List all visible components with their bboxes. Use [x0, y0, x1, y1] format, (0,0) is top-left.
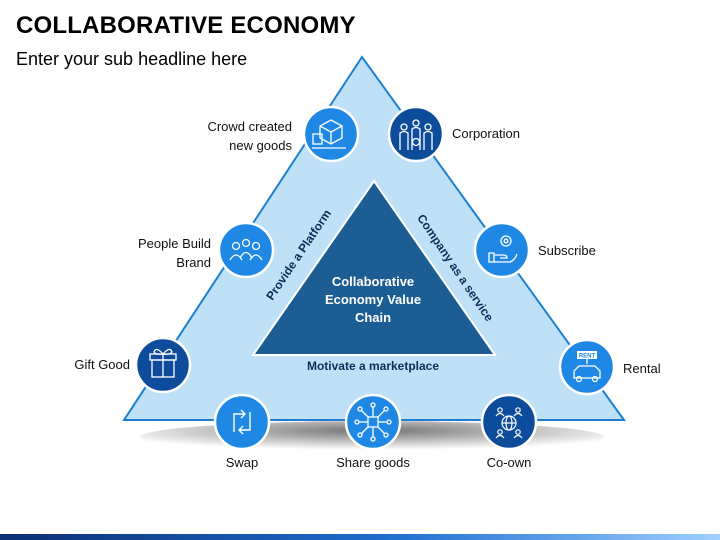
rent-car-icon: RENT — [573, 351, 601, 383]
label-gift-good: Gift Good — [74, 357, 130, 372]
center-label-line2: Economy Value — [325, 292, 421, 307]
swap-arrows-icon — [233, 409, 251, 435]
people-group-icon — [229, 238, 263, 261]
network-box-icon — [354, 402, 392, 442]
center-label-line3: Chain — [355, 310, 391, 325]
page-subtitle: Enter your sub headline here — [16, 49, 248, 69]
node-rental: RENT — [558, 338, 616, 396]
label-people-line1: People Build — [138, 236, 211, 251]
corporation-icon — [399, 119, 433, 150]
node-crowd-goods — [302, 105, 360, 163]
page-title: COLLABORATIVE ECONOMY — [16, 12, 356, 39]
label-corporation: Corporation — [452, 126, 520, 141]
label-co-own: Co-own — [486, 455, 532, 470]
node-swap — [213, 393, 271, 451]
node-subscribe — [473, 221, 531, 279]
globe-people-icon — [495, 407, 523, 439]
node-corporation — [387, 105, 445, 163]
node-people-build-brand — [217, 221, 275, 279]
rent-sign-text: RENT — [579, 354, 596, 360]
label-people-line2: Brand — [176, 255, 211, 270]
center-label-line1: Collaborative — [332, 274, 414, 289]
label-people-build-brand: People Build Brand — [120, 234, 211, 272]
label-rental: Rental — [623, 361, 661, 376]
label-crowd-goods-line2: new goods — [229, 138, 292, 153]
label-crowd-goods-line1: Crowd created — [207, 119, 292, 134]
hand-gear-icon — [488, 235, 518, 263]
label-subscribe: Subscribe — [538, 243, 596, 258]
label-swap: Swap — [225, 455, 259, 470]
node-co-own — [480, 393, 538, 451]
label-share-goods: Share goods — [336, 455, 410, 470]
center-triangle — [251, 179, 497, 356]
gift-icon — [149, 348, 177, 378]
node-gift-good — [134, 336, 192, 394]
side-label-bottom: Motivate a marketplace — [307, 359, 439, 373]
footer-gradient-bar — [0, 534, 720, 540]
crowd-goods-icon — [312, 119, 346, 149]
node-share-goods — [344, 393, 402, 451]
label-crowd-goods: Crowd created new goods — [180, 117, 292, 155]
